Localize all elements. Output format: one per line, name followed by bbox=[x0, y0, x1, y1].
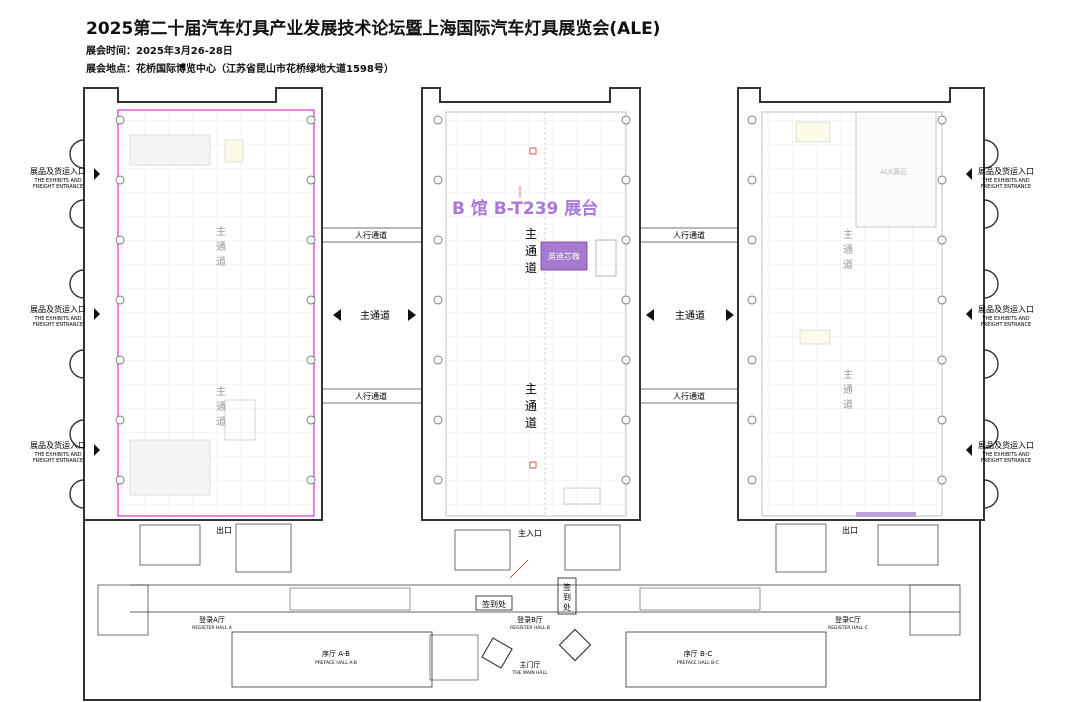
svg-text:FREIGHT ENTRANCE: FREIGHT ENTRANCE bbox=[33, 322, 83, 328]
checkin-horizontal: 签到处 bbox=[482, 599, 506, 609]
main-aisle-bc: 主通道 bbox=[675, 309, 705, 322]
svg-text:处: 处 bbox=[563, 602, 571, 612]
preface-hall-ab: 序厅 A-B bbox=[322, 649, 350, 658]
arrow-left-icon bbox=[646, 309, 654, 321]
register-hall-b: 登录B厅 bbox=[517, 615, 543, 624]
svg-text:THE EXHIBITS AND: THE EXHIBITS AND bbox=[33, 178, 81, 184]
svg-text:REGISTER HALL B: REGISTER HALL B bbox=[510, 625, 550, 631]
svg-text:FREIGHT ENTRANCE: FREIGHT ENTRANCE bbox=[981, 184, 1031, 190]
arrow-left-icon bbox=[333, 309, 341, 321]
svg-text:通: 通 bbox=[843, 384, 853, 396]
exit-c: 出口 bbox=[842, 525, 858, 535]
svg-text:REGISTER HALL A: REGISTER HALL A bbox=[192, 625, 233, 631]
aisle-c-top: 主 bbox=[843, 229, 853, 241]
header: 2025第二十届汽车灯具产业发展技术论坛暨上海国际汽车灯具展览会(ALE) 展会… bbox=[86, 14, 660, 75]
aisle-b-bottom: 主 bbox=[525, 382, 537, 396]
svg-text:通: 通 bbox=[843, 244, 853, 256]
svg-text:通: 通 bbox=[525, 244, 537, 258]
svg-text:展品及货运入口: 展品及货运入口 bbox=[978, 166, 1034, 176]
svg-text:道: 道 bbox=[843, 398, 853, 411]
arrow-right-icon bbox=[726, 309, 734, 321]
svg-text:展品及货运入口: 展品及货运入口 bbox=[978, 440, 1034, 450]
main-aisle-ab: 主通道 bbox=[360, 309, 390, 322]
svg-text:通: 通 bbox=[216, 401, 226, 413]
svg-text:展品及货运入口: 展品及货运入口 bbox=[30, 304, 86, 314]
svg-text:THE EXHIBITS AND: THE EXHIBITS AND bbox=[33, 452, 81, 458]
entrances-left: 展品及货运入口 THE EXHIBITS AND FREIGHT ENTRANC… bbox=[30, 166, 100, 464]
svg-text:展品及货运入口: 展品及货运入口 bbox=[30, 440, 86, 450]
main-hall: 主门厅 bbox=[520, 660, 541, 669]
svg-text:通: 通 bbox=[216, 241, 226, 253]
svg-text:ALE展区: ALE展区 bbox=[880, 168, 907, 176]
svg-text:FREIGHT ENTRANCE: FREIGHT ENTRANCE bbox=[981, 458, 1031, 464]
booth-b-t239[interactable] bbox=[540, 241, 588, 271]
svg-text:展品及货运入口: 展品及货运入口 bbox=[30, 166, 86, 176]
svg-text:FREIGHT ENTRANCE: FREIGHT ENTRANCE bbox=[33, 458, 83, 464]
svg-text:THE EXHIBITS AND: THE EXHIBITS AND bbox=[981, 178, 1029, 184]
svg-text:THE EXHIBITS AND: THE EXHIBITS AND bbox=[981, 316, 1029, 322]
svg-text:FREIGHT ENTRANCE: FREIGHT ENTRANCE bbox=[981, 322, 1031, 328]
checkin-vertical: 签 bbox=[563, 582, 571, 592]
highlight-label: B 馆 B-T239 展台 bbox=[452, 198, 598, 219]
svg-text:道: 道 bbox=[525, 416, 537, 430]
hall-a: 主 通 道 主 通 道 bbox=[69, 87, 323, 521]
arrow-right-icon bbox=[408, 309, 416, 321]
pedestrian-bc-top: 人行通道 bbox=[673, 230, 705, 240]
aisle-b-top: 主 bbox=[525, 227, 537, 241]
svg-text:THE EXHIBITS AND: THE EXHIBITS AND bbox=[981, 452, 1029, 458]
exit-a: 出口 bbox=[216, 525, 232, 535]
corridors bbox=[322, 227, 738, 404]
event-date: 展会时间：2025年3月26-28日 bbox=[86, 46, 233, 57]
register-hall-c: 登录C厅 bbox=[835, 615, 861, 624]
pedestrian-bc-bottom: 人行通道 bbox=[673, 391, 705, 401]
svg-text:REGISTER HALL C: REGISTER HALL C bbox=[828, 625, 868, 631]
entrances-right: 展品及货运入口 THE EXHIBITS AND FREIGHT ENTRANC… bbox=[966, 166, 1034, 464]
preface-hall-bc: 序厅 B-C bbox=[684, 649, 713, 658]
hall-c: ALE展区 主 通 道 主 通 道 bbox=[737, 87, 999, 521]
svg-text:到: 到 bbox=[563, 593, 571, 602]
svg-text:道: 道 bbox=[216, 415, 226, 428]
pedestrian-ab-top: 人行通道 bbox=[355, 230, 387, 240]
svg-text:通: 通 bbox=[525, 399, 537, 413]
svg-text:THE MAIN HALL: THE MAIN HALL bbox=[512, 670, 548, 676]
svg-text:道: 道 bbox=[216, 255, 226, 268]
booth-name: 英迪芯微 bbox=[548, 251, 580, 261]
svg-text:展品及货运入口: 展品及货运入口 bbox=[978, 304, 1034, 314]
hall-b: B 馆 B-T239 展台 英迪芯微 主 通 道 主 通 道 bbox=[421, 87, 641, 521]
page-title: 2025第二十届汽车灯具产业发展技术论坛暨上海国际汽车灯具展览会(ALE) bbox=[86, 19, 661, 39]
event-venue: 展会地点：花桥国际博览中心（江苏省昆山市花桥绿地大道1598号） bbox=[86, 64, 394, 75]
main-entrance: 主入口 bbox=[518, 528, 542, 538]
svg-text:FREIGHT ENTRANCE: FREIGHT ENTRANCE bbox=[33, 184, 83, 190]
pedestrian-ab-bottom: 人行通道 bbox=[355, 391, 387, 401]
register-hall-a: 登录A厅 bbox=[199, 615, 225, 624]
aisle-c-bottom: 主 bbox=[843, 369, 853, 381]
lower-complex bbox=[83, 520, 981, 701]
svg-text:PREFACE HALL A-B: PREFACE HALL A-B bbox=[315, 660, 357, 666]
svg-text:道: 道 bbox=[843, 258, 853, 271]
svg-text:PREFACE HALL B-C: PREFACE HALL B-C bbox=[677, 660, 719, 666]
aisle-a-bottom: 主 bbox=[216, 386, 226, 398]
svg-text:THE EXHIBITS AND: THE EXHIBITS AND bbox=[33, 316, 81, 322]
svg-text:道: 道 bbox=[525, 261, 537, 275]
aisle-a-top: 主 bbox=[216, 226, 226, 238]
